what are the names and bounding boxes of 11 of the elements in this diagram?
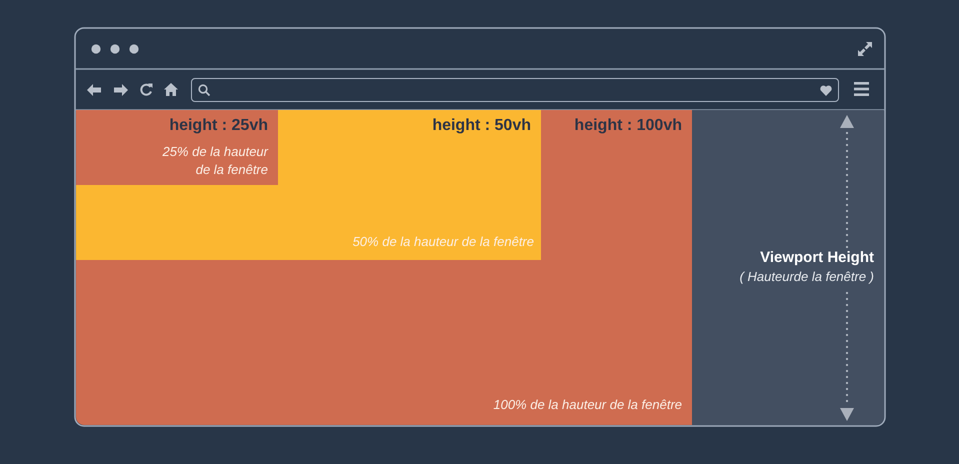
- description-text: 25% de la hauteur de la fenêtre: [161, 143, 268, 179]
- css-property-label: height : 25vh: [169, 116, 268, 135]
- height-block: [76, 110, 541, 260]
- description-text: 100% de la hauteur de la fenêtre: [493, 396, 682, 414]
- description-text: 50% de la hauteur de la fenêtre: [352, 233, 534, 251]
- css-property-label: height : 50vh: [432, 116, 531, 135]
- dimension-label: Viewport Height: [760, 248, 874, 267]
- height-block: [76, 110, 278, 185]
- css-property-label: height : 100vh: [574, 116, 682, 135]
- height-block: [76, 110, 692, 425]
- dimension-sublabel: ( Hauteurde la fenêtre ): [740, 268, 874, 285]
